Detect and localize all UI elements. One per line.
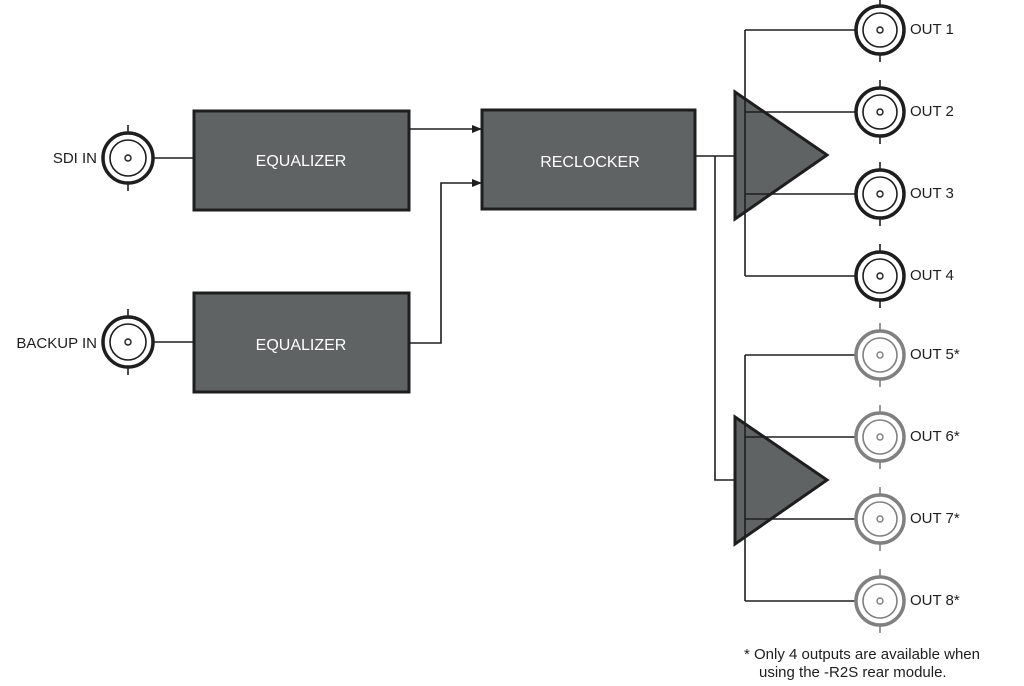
backup-in-connector-icon (101, 309, 155, 375)
distribution-amplifier-1 (733, 89, 830, 222)
output-7-label: OUT 7* (910, 510, 960, 527)
bnc-connector-icon (854, 487, 906, 551)
equalizer-1-label: EQUALIZER (256, 153, 347, 170)
output-4-label: OUT 4 (910, 267, 954, 284)
output-5: OUT 5* (854, 323, 960, 387)
backup-in-label: BACKUP IN (16, 335, 97, 352)
reclocker-label: RECLOCKER (540, 154, 640, 171)
output-4: OUT 4 (854, 244, 954, 308)
output-2: OUT 2 (854, 80, 954, 144)
reclocker-block (480, 108, 697, 211)
equalizer-block-2 (192, 291, 411, 394)
bnc-connector-icon (854, 0, 906, 62)
output-5-label: OUT 5* (910, 346, 960, 363)
equalizer-block-1 (192, 109, 411, 212)
bnc-connector-icon (854, 405, 906, 469)
output-3-label: OUT 3 (910, 185, 954, 202)
output-1: OUT 1 (854, 0, 954, 62)
bnc-connector-icon (854, 244, 906, 308)
output-7: OUT 7* (854, 487, 960, 551)
output-2-label: OUT 2 (910, 103, 954, 120)
bnc-connector-icon (854, 162, 906, 226)
output-6: OUT 6* (854, 405, 960, 469)
bnc-connector-icon (854, 323, 906, 387)
output-1-label: OUT 1 (910, 21, 954, 38)
reclocker-to-amp2-wire (714, 156, 735, 481)
distribution-amplifier-2 (733, 414, 830, 547)
bnc-connector-icon (854, 569, 906, 633)
sdi-in-connector-icon (101, 125, 155, 191)
footnote-line-2: using the -R2S rear module. (759, 664, 947, 681)
footnote-line-1: * Only 4 outputs are available when (744, 646, 980, 663)
eq2-to-reclocker-arrow (409, 179, 482, 344)
sdi-in-label: SDI IN (53, 150, 97, 167)
output-8: OUT 8* (854, 569, 960, 633)
output-3: OUT 3 (854, 162, 954, 226)
outputs-group: OUT 1 OUT 2 OUT 3 OUT 4 OUT 5* OUT 6* OUT 7* OU… (854, 0, 960, 633)
output-8-label: OUT 8* (910, 592, 960, 609)
output-6-label: OUT 6* (910, 428, 960, 445)
equalizer-2-label: EQUALIZER (256, 337, 347, 354)
bnc-connector-icon (854, 80, 906, 144)
